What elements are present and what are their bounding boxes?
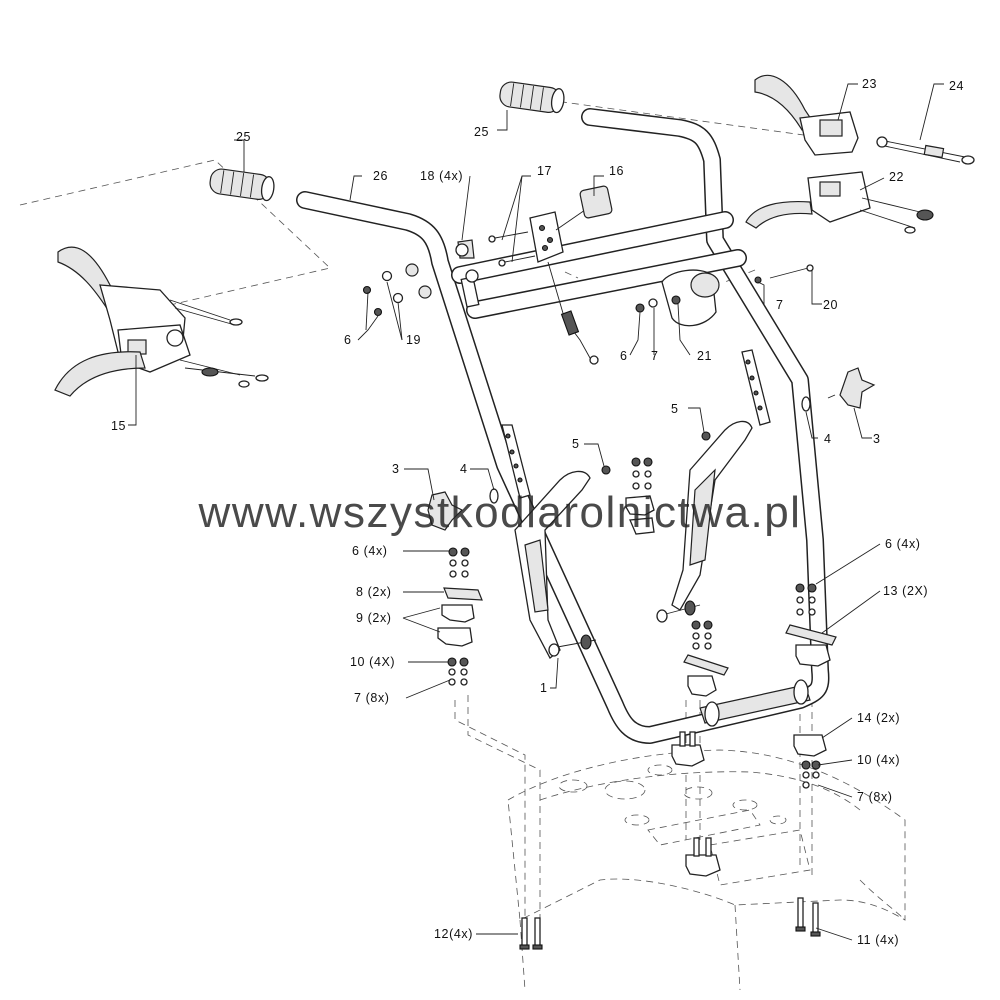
callout-10-left: 10 (4X) [350,655,395,669]
callout-12: 12(4x) [434,927,473,941]
watermark-text: www.wszystkodlarolnictwa.pl [198,488,802,537]
callout-6-mid: 6 [620,349,628,363]
callout-9: 9 (2x) [356,611,392,625]
callout-13: 13 (2X) [883,584,928,598]
callout-11: 11 (4x) [857,933,899,947]
callout-6-4x-right: 6 (4x) [885,537,921,551]
callout-6-4x-left: 6 (4x) [352,544,388,558]
callout-17: 17 [537,164,552,178]
callout-20: 20 [823,298,838,312]
clamp-icon [437,457,837,877]
callout-3-left: 3 [392,462,400,476]
callout-15: 15 [111,419,126,433]
callout-16: 16 [609,164,624,178]
callout-19: 19 [406,333,421,347]
callout-7-mid: 7 [651,349,659,363]
callout-3-right: 3 [873,432,881,446]
callout-21: 21 [697,349,712,363]
callout-25-right: 25 [474,125,489,139]
callout-26: 26 [373,169,388,183]
leader-lines [128,83,944,941]
handlebar-icon [296,108,830,744]
callout-22: 22 [889,170,904,184]
callout-7-8x-right: 7 (8x) [857,790,893,804]
callout-5-right: 5 [671,402,679,416]
slotted-bracket [501,349,771,499]
adjustment-lever [514,420,753,659]
bolt-icon [519,897,821,950]
callout-4-left: 4 [460,462,468,476]
star-knob-icon [427,367,876,531]
callout-7-right: 7 [776,298,784,312]
callout-6-left: 6 [344,333,352,347]
throttle-control [455,185,814,365]
callout-8: 8 (2x) [356,585,392,599]
callout-10-right: 10 (4x) [857,753,900,767]
grip-icon [209,81,565,202]
housing-outline-icon [454,690,906,991]
callout-23: 23 [862,77,877,91]
right-lever-assembly [745,74,975,234]
callout-14: 14 (2x) [857,711,900,725]
callout-7-8x-left: 7 (8x) [354,691,390,705]
callout-4-right: 4 [824,432,832,446]
lever-icon [54,246,269,397]
callout-18: 18 (4x) [420,169,463,183]
callout-24: 24 [949,79,964,93]
washer-icon [362,263,432,317]
callout-25-left: 25 [236,130,251,144]
callout-1: 1 [540,681,548,695]
callout-5-left: 5 [572,437,580,451]
callout-labels: 25 25 26 18 (4x) 17 16 23 24 22 15 6 1 9 … [111,77,964,947]
